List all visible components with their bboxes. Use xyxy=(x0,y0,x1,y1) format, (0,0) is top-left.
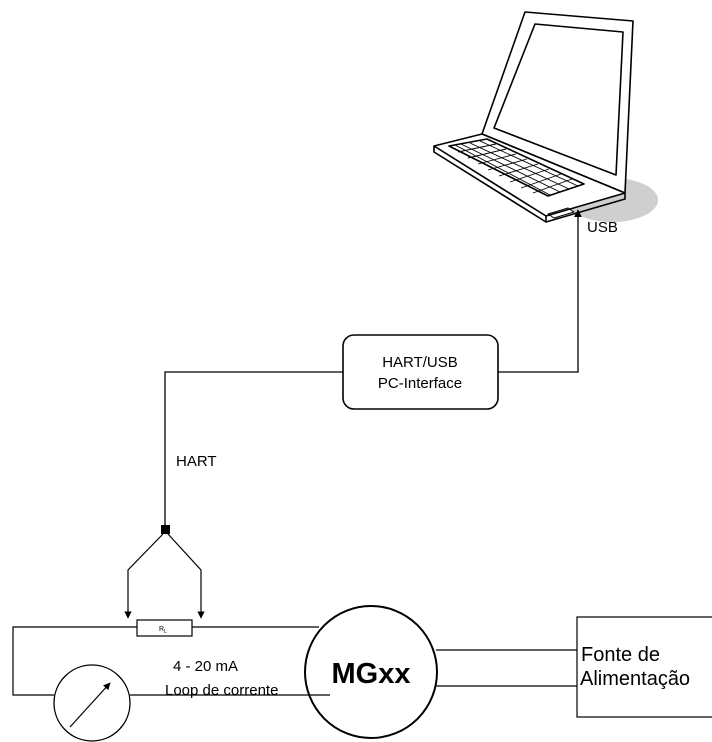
mgxx-label: MGxx xyxy=(332,658,411,690)
laptop-icon xyxy=(433,11,658,223)
interface-label-line1: HART/USB xyxy=(382,354,458,371)
current-range-label: 4 - 20 mA xyxy=(173,658,238,675)
power-label-line1: Fonte de xyxy=(581,644,660,666)
power-supply-box xyxy=(576,616,712,718)
resistor-label: RL xyxy=(159,626,167,635)
probe-leads xyxy=(124,533,205,619)
hart-junction xyxy=(161,525,170,534)
current-loop-label: Loop de corrente xyxy=(165,682,278,699)
usb-label: USB xyxy=(587,219,618,236)
hart-cable xyxy=(164,371,343,529)
mgxx-device xyxy=(304,605,438,739)
resistor-icon: RL xyxy=(136,619,193,637)
ammeter-icon xyxy=(53,664,131,742)
hart-label: HART xyxy=(176,453,217,470)
power-lines xyxy=(436,649,577,687)
power-label-line2: Alimentação xyxy=(580,668,690,690)
usb-cable xyxy=(498,209,582,373)
interface-label-line2: PC-Interface xyxy=(378,375,462,392)
hart-usb-interface-box xyxy=(342,334,499,410)
